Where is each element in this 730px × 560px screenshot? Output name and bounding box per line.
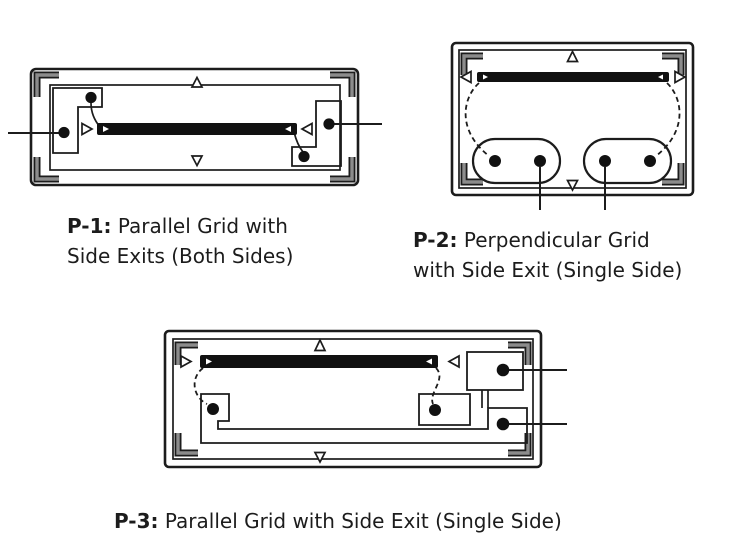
p3-corner-bracket-top-left [174,341,198,365]
p2-corner-bracket-bottom-left [460,163,483,186]
p3-orientation-arrow-up-icon [313,338,327,352]
p2-terminal-dot-3 [599,155,611,167]
caption-p1-prefix: P-1: [67,214,112,238]
p1-terminal-dot-bottom-right [298,150,310,163]
p2-terminal-dot-1 [489,155,501,167]
p2-corner-bracket-bottom-right [662,163,685,186]
p1-busbar-arrow-left-icon [103,126,109,132]
p2-terminal-dot-4 [644,155,656,167]
p2-corner-bracket-top-right [662,52,685,75]
p1-busbar-arrow-right-icon [285,126,291,132]
p1-terminal-dot-top-left [85,91,97,104]
caption-p1-line2: Side Exits (Both Sides) [67,244,294,268]
caption-p1: P-1: Parallel Grid with Side Exits (Both… [67,211,293,271]
p3-corner-bracket-top-right [508,341,532,365]
caption-p3-prefix: P-3: [114,509,159,533]
p1-trace-outline-right [291,100,342,167]
p1-orientation-arrow-down-icon [190,155,204,168]
diagram-p2 [450,41,695,210]
p2-panel-outer-frame [450,41,695,197]
caption-p3-line1: Parallel Grid with Side Exit (Single Sid… [164,509,562,533]
p1-trace-outline-left [52,87,103,154]
p1-connector-curve-right [293,131,304,153]
p2-bar-end-arrow-right-icon [674,70,687,84]
p2-corner-bracket-top-left [460,52,483,75]
p1-terminal-dot-right [323,118,335,130]
p3-busbar-arrow-left-icon [206,358,212,365]
p1-corner-bracket-bottom-left [33,157,59,183]
p2-dashed-lead-left [464,82,490,157]
p3-corner-bracket-bottom-left [174,433,198,457]
p3-panel-outer-frame [163,329,543,469]
p1-orientation-arrow-up-icon [190,75,204,88]
caption-p2-prefix: P-2: [413,228,458,252]
caption-p2-line1: Perpendicular Grid [463,228,650,252]
p3-busbar-arrow-right-icon [426,358,432,365]
p1-terminal-dot-left [58,126,70,139]
p3-terminal-dot-exit-bottom [496,417,510,431]
p2-orientation-arrow-down-icon [566,179,579,192]
p3-terminal-dot-middle [429,404,441,416]
p1-corner-bracket-top-right [330,71,356,97]
p2-pod-outline-right [582,137,673,185]
p3-bar-end-arrow-right-icon [447,354,460,369]
p1-bar-end-arrow-left-icon [81,122,94,136]
p3-busbar [200,355,438,368]
p3-panel-inner-frame [172,338,534,460]
p2-panel-inner-frame [458,49,687,189]
p1-busbar [97,123,297,135]
p3-bar-end-arrow-left-icon [180,354,193,369]
p1-bar-end-arrow-right-icon [300,122,313,136]
p3-terminal-dot-left [207,403,219,415]
p2-orientation-arrow-up-icon [566,49,579,63]
p2-pod-outline-left [471,137,562,185]
p1-corner-bracket-bottom-right [330,157,356,183]
p1-panel-outer-frame [29,67,360,187]
p2-dashed-lead-right [655,82,681,157]
caption-p2-line2: with Side Exit (Single Side) [413,258,683,282]
p2-busbar-arrow-right-icon [658,74,663,80]
caption-p3: P-3: Parallel Grid with Side Exit (Singl… [114,506,562,536]
p3-trace-outline-middle-box [418,393,471,426]
p2-bar-end-arrow-left-icon [459,70,472,84]
diagram-p3 [163,329,567,469]
p3-trace-outline-main [200,393,528,444]
p1-corner-bracket-top-left [33,71,59,97]
p3-dashed-lead-left [193,367,208,405]
p3-corner-bracket-bottom-right [508,433,532,457]
p3-dashed-lead-right [431,367,441,405]
p3-orientation-arrow-down-icon [313,451,327,464]
caption-p1-line1: Parallel Grid with [117,214,288,238]
diagram-p1 [8,67,382,187]
p2-terminal-dot-2 [534,155,546,167]
caption-p2: P-2: Perpendicular Grid with Side Exit (… [413,225,682,285]
p2-busbar [477,72,669,82]
p2-busbar-arrow-left-icon [483,74,488,80]
p3-terminal-dot-exit-top [496,363,510,377]
